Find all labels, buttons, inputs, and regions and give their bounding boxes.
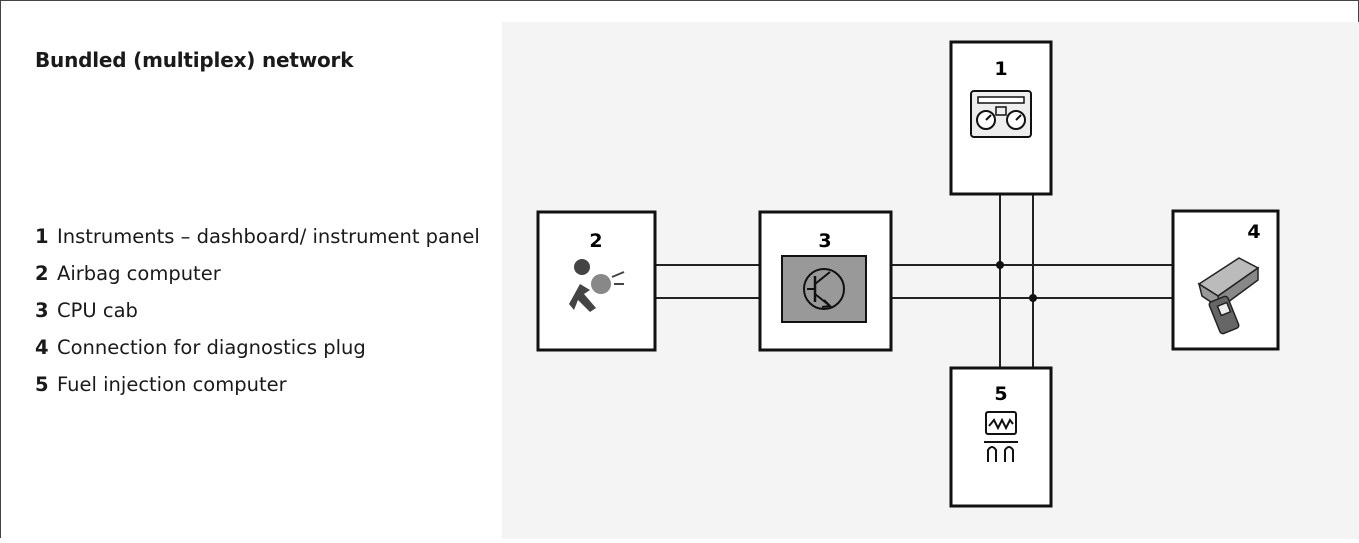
network-diagram-panel: 1 2 3 [502,22,1359,539]
legend-text: Fuel injection computer [57,373,287,396]
legend-item: 2 Airbag computer [35,261,527,286]
bus-junction-dot [996,261,1004,269]
airbag-icon [569,259,625,312]
node-label: 1 [994,58,1007,80]
legend-number: 4 [35,336,49,359]
legend-text: CPU cab [57,299,138,322]
node-label: 3 [818,230,831,252]
transistor-icon [781,255,867,323]
node-box-5: 5 [949,366,1053,508]
legend-text: Instruments – dashboard/ instrument pane… [57,225,480,248]
legend-list: 1 Instruments – dashboard/ instrument pa… [35,224,527,409]
legend-number: 3 [35,299,49,322]
legend-number: 5 [35,373,49,396]
node-box-3: 3 [758,210,893,352]
node-label: 4 [1247,221,1260,243]
legend-item: 5 Fuel injection computer [35,372,527,397]
legend-number: 2 [35,262,49,285]
legend-item: 1 Instruments – dashboard/ instrument pa… [35,224,527,249]
legend-text: Connection for diagnostics plug [57,336,366,359]
node-box-4: 4 [1171,209,1280,351]
diagnostic-plug-icon [1197,257,1260,335]
node-box-1: 1 [949,40,1053,196]
page-title: Bundled (multiplex) network [35,48,354,72]
legend-number: 1 [35,225,49,248]
node-label: 5 [994,383,1007,405]
node-label: 2 [589,230,602,252]
bus-wires [656,194,1173,368]
legend-item: 4 Connection for diagnostics plug [35,335,527,360]
legend-text: Airbag computer [57,262,221,285]
node-box-2: 2 [536,210,657,352]
legend-item: 3 CPU cab [35,298,527,323]
instrument-cluster-icon [970,90,1032,138]
network-diagram: 1 2 3 [536,40,1280,508]
bus-junction-dot [1029,294,1037,302]
injection-computer-icon [984,411,1018,462]
